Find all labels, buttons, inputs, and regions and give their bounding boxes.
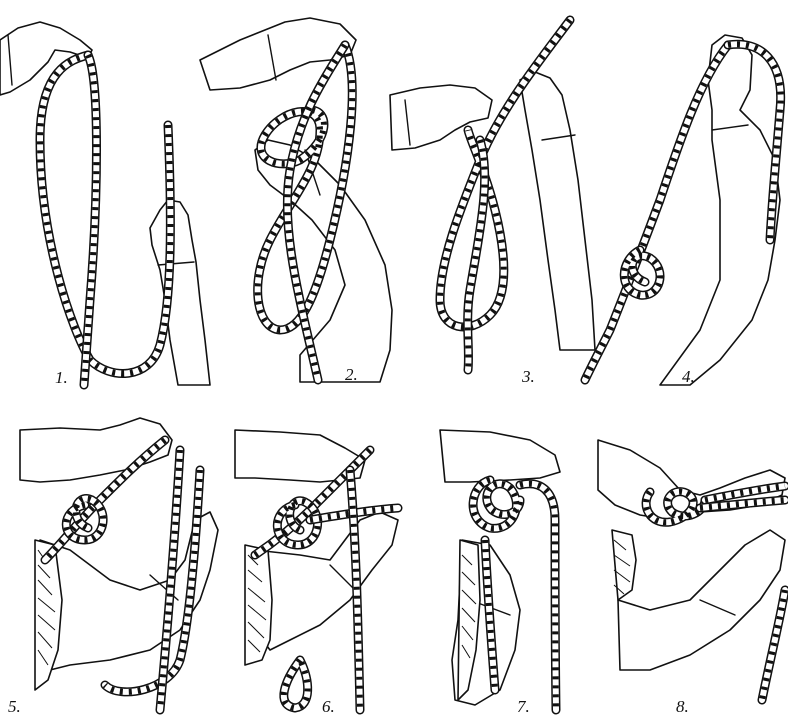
step-number-5: 5. [8,697,21,716]
step-number-6: 6. [322,697,335,716]
panel-2: 2. [200,18,392,384]
panel-7: 7. [440,430,560,716]
harness-leg-icon [612,530,636,600]
rope-loop-icon [40,55,170,385]
hand-right-arm [520,72,595,350]
panel-3: 3. [390,20,595,386]
hand-top-arm [200,18,356,90]
hand-arm [660,35,780,385]
step-number-4: 4. [682,367,695,386]
step-number-2: 2. [345,365,358,384]
step-number-1: 1. [55,368,68,387]
panel-8: 8. [598,440,785,716]
panel-4: 4. [585,35,781,386]
hand-top-arm [440,430,560,482]
panel-6: 6. [235,430,398,716]
panel-1: 1. [0,22,210,387]
step-number-3: 3. [521,367,535,386]
step-number-8: 8. [676,697,689,716]
panel-5: 5. [8,418,218,716]
step-number-7: 7. [517,697,530,716]
harness-leg-icon [245,545,272,665]
